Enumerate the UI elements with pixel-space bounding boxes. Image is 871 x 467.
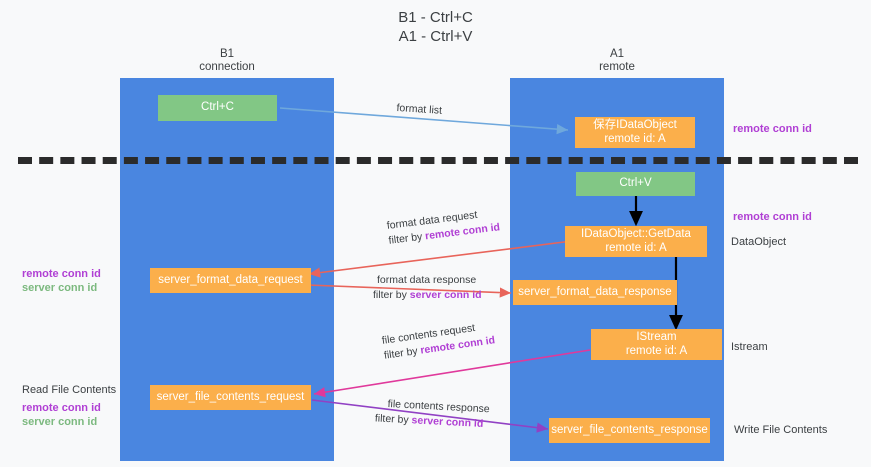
annotation-right-remote-conn-id-mid: remote conn id [733,211,812,225]
annotation-right-write-file-contents-text: Write File Contents [734,424,828,436]
box-idataobject-getdata[interactable]: IDataObject::GetData remote id: A [565,226,707,257]
flow-label-format-list-text: format list [396,101,443,117]
box-server-file-contents-request[interactable]: server_file_contents_request [150,385,311,410]
arrow-file-contents-response [311,399,549,433]
annotation-left-server-conn-id-1-text: server conn id [22,281,98,294]
diagram-title-line-2: A1 - Ctrl+V [398,28,473,45]
annotation-right-dataobject-text: DataObject [731,236,787,248]
annotation-left-remote-conn-id-1: remote conn id [22,268,101,282]
annotation-right-remote-conn-id-top-text: remote conn id [733,123,812,135]
box-server-file-contents-response[interactable]: server_file_contents_response [549,418,710,443]
flow-label-format-data-response-line-1: format data response [377,274,477,286]
diagram-title: B1 - Ctrl+C A1 - Ctrl+V [0,8,871,46]
lane-header-b1: B1 connection [120,48,334,74]
arrow-format-list [279,107,569,135]
box-istream-line-1: IStream [636,331,677,343]
flow-label-format-data-response-filter-prefix: filter by [373,289,410,301]
box-ctrl-v[interactable]: Ctrl+V [576,172,695,196]
box-server-format-data-response[interactable]: server_format_data_response [513,280,677,305]
box-server-format-data-request-label: server_format_data_request [158,273,303,286]
phase-divider-dashed-line [18,157,858,164]
annotation-right-istream-text: Istream [731,341,768,353]
lane-header-a1-sub: remote [599,61,635,73]
annotation-right-dataobject: DataObject [731,236,786,250]
arrow-format-data-response [307,284,512,298]
lane-header-a1-name: A1 [609,48,625,60]
diagram-title-line-1: B1 - Ctrl+C [398,9,473,26]
annotation-right-istream: Istream [731,341,768,355]
arrow-file-contents-request [313,349,591,398]
box-server-format-data-response-label: server_format_data_response [518,285,672,298]
flow-label-format-data-request-filter-prefix: filter by [387,230,426,247]
box-save-idataobject[interactable]: 保存IDataObject remote id: A [575,117,695,148]
box-server-format-data-request[interactable]: server_format_data_request [150,268,311,293]
box-ctrl-c-label: Ctrl+C [201,101,234,114]
box-ctrl-c[interactable]: Ctrl+C [158,95,277,121]
annotation-left-remote-conn-id-2-text: remote conn id [22,402,101,414]
annotation-left-server-conn-id-2-text: server conn id [22,415,98,428]
box-save-idataobject-line-1: 保存IDataObject [593,119,677,131]
flow-label-format-list: format list [396,101,442,119]
arrow-format-data-request [308,240,573,278]
lane-header-b1-sub: connection [199,61,255,73]
annotation-right-remote-conn-id-mid-text: remote conn id [733,211,812,223]
box-ctrl-v-label: Ctrl+V [619,177,652,190]
flow-label-format-data-response-line-2: filter by server conn id [373,288,482,303]
annotation-left-conn-ids-top: remote conn id server conn id [22,268,101,295]
flow-label-file-contents-request-filter-prefix: filter by [383,344,422,362]
lane-header-b1-name: B1 [219,48,235,60]
annotation-right-write-file-contents: Write File Contents [734,424,827,438]
flow-label-format-data-response: format data response filter by server co… [373,273,482,303]
flow-label-file-contents-response-filter-value: server conn id [411,414,484,431]
annotation-left-remote-conn-id-1-text: remote conn id [22,268,101,280]
annotation-left-read-file-contents-text: Read File Contents [22,384,117,396]
box-server-file-contents-response-label: server_file_contents_response [551,423,708,436]
box-istream[interactable]: IStream remote id: A [591,329,722,360]
annotation-right-remote-conn-id-top: remote conn id [733,123,812,137]
lane-header-a1: A1 remote [510,48,724,74]
box-idataobject-getdata-line-2: remote id: A [605,241,667,254]
box-idataobject-getdata-line-1: IDataObject::GetData [581,228,691,240]
flow-label-file-contents-response-filter-prefix: filter by [374,412,412,427]
annotation-left-server-conn-id-1: server conn id [22,282,101,296]
flow-label-file-contents-response: file contents response filter by server … [375,397,490,432]
annotation-left-read-file-contents: Read File Contents [22,384,116,398]
flow-label-format-data-response-filter-value: server conn id [409,289,482,301]
box-save-idataobject-line-2: remote id: A [604,132,666,145]
box-istream-line-2: remote id: A [625,344,688,357]
annotation-left-server-conn-id-2: server conn id [22,416,101,430]
box-server-file-contents-request-label: server_file_contents_request [156,390,305,403]
annotation-left-remote-conn-id-2: remote conn id [22,402,101,416]
annotation-left-conn-ids-bottom: remote conn id server conn id [22,402,101,429]
